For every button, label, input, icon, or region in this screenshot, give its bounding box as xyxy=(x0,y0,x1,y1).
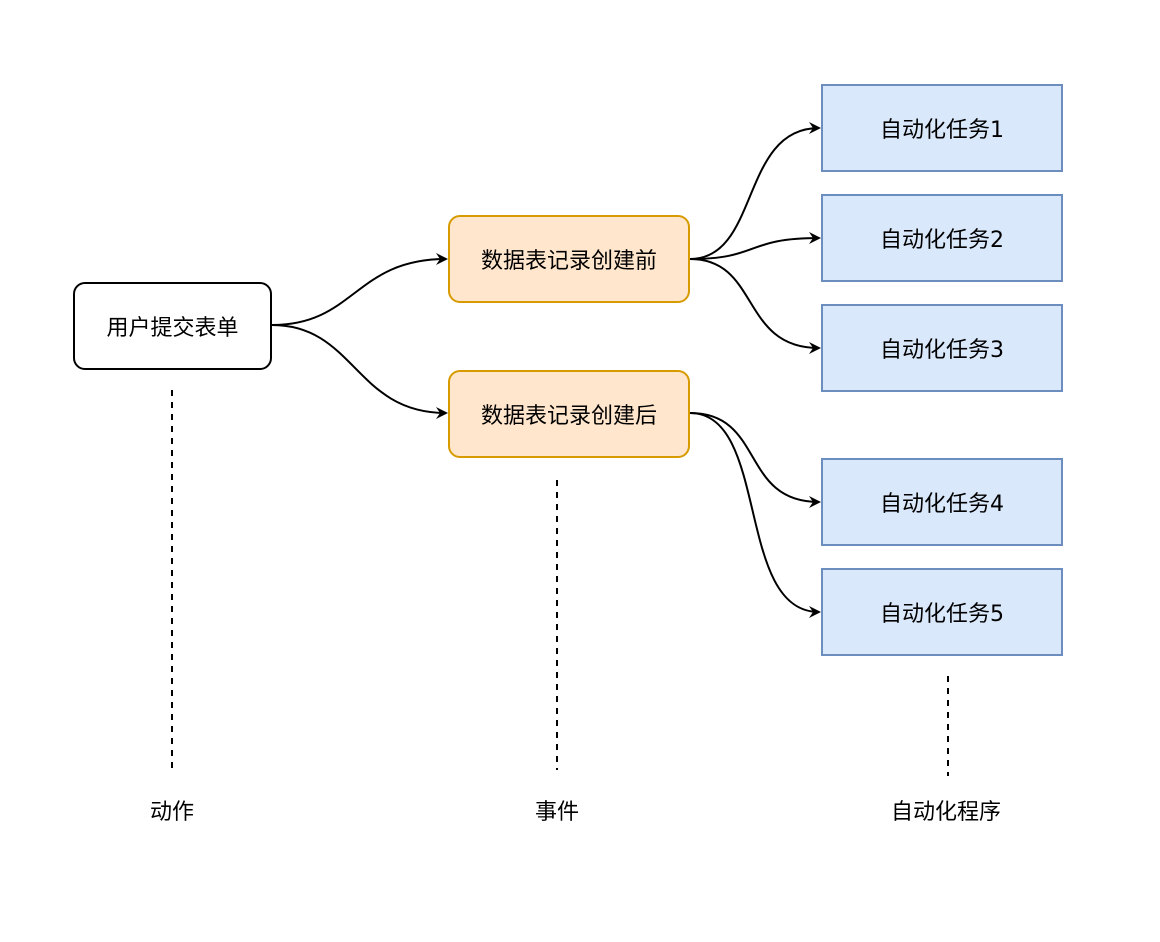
task-node-1[interactable]: 自动化任务1 xyxy=(821,84,1063,172)
action-node[interactable]: 用户提交表单 xyxy=(73,282,272,370)
event-node-before-create[interactable]: 数据表记录创建前 xyxy=(448,215,690,303)
column-label-automation: 自动化程序 xyxy=(890,800,1002,825)
edge-event-2-to-task-4 xyxy=(689,412,821,508)
edge-event-1-to-task-1 xyxy=(689,122,821,260)
task-node-3[interactable]: 自动化任务3 xyxy=(821,304,1063,392)
edge-event-1-to-task-3 xyxy=(689,258,821,354)
task-node-4[interactable]: 自动化任务4 xyxy=(821,458,1063,546)
edge-action-to-event-1 xyxy=(271,253,448,326)
edge-event-2-to-task-5 xyxy=(689,412,821,618)
task-node-5[interactable]: 自动化任务5 xyxy=(821,568,1063,656)
edge-event-1-to-task-2 xyxy=(689,232,821,260)
column-label-event: 事件 xyxy=(534,800,580,825)
column-label-action: 动作 xyxy=(149,800,195,825)
edge-action-to-event-2 xyxy=(271,324,448,419)
task-node-2[interactable]: 自动化任务2 xyxy=(821,194,1063,282)
event-node-after-create[interactable]: 数据表记录创建后 xyxy=(448,370,690,458)
